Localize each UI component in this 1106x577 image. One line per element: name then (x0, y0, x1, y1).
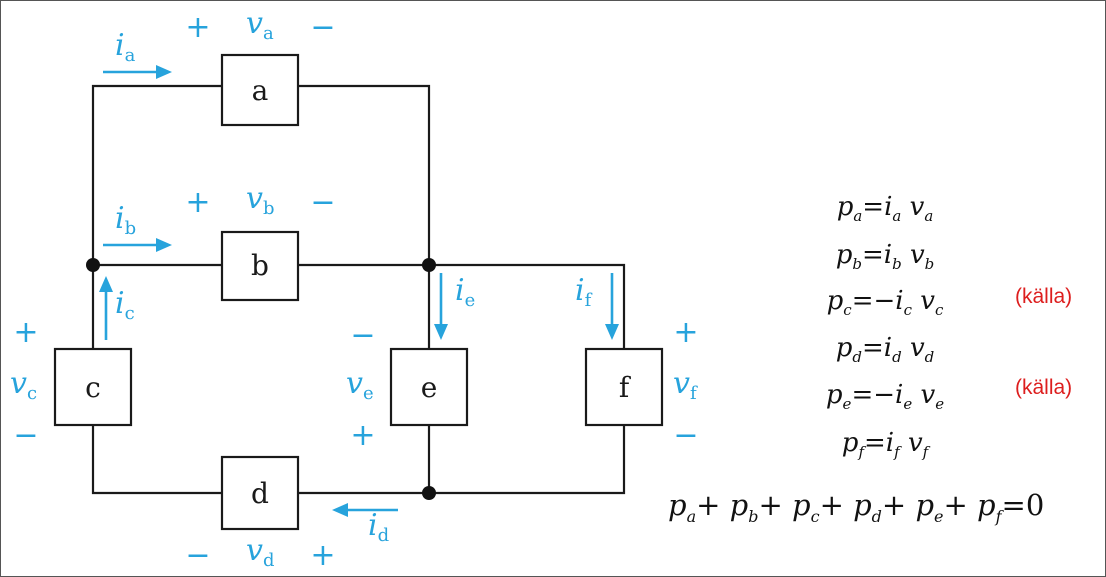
equation-pa: pa=ia va (836, 192, 934, 226)
polarity-plus-e: + (350, 418, 375, 453)
power-sum-equation: pa+ pb+ pc+ pd+ pe+ pf=0 (668, 488, 1045, 526)
element-f: f (584, 347, 664, 427)
wire-top-loop (91, 84, 222, 265)
current-arrow-if (605, 273, 619, 340)
node-left (86, 258, 100, 272)
current-arrow-ie (434, 273, 448, 340)
current-arrow-id (332, 503, 398, 517)
current-label-ib: ib (115, 201, 136, 239)
polarity-minus-c: − (13, 418, 38, 453)
current-label-id: id (368, 508, 389, 546)
wire-right-node-to-f (429, 263, 626, 349)
polarity-minus-a: − (310, 10, 335, 45)
element-c-label: c (85, 371, 101, 404)
current-label-ic: ic (115, 286, 135, 324)
element-a-label: a (252, 74, 269, 107)
current-arrow-ic (99, 276, 113, 340)
polarity-plus-b: + (185, 185, 210, 220)
equation-pb: pb=ib vb (835, 240, 935, 274)
wire-a-to-node-right (298, 84, 431, 265)
wire-c-to-d (91, 425, 222, 495)
polarity-plus-f: + (673, 315, 698, 350)
current-arrow-ib (103, 238, 172, 252)
node-bottom (422, 486, 436, 500)
node-right (422, 258, 436, 272)
element-b-label: b (251, 249, 269, 282)
equation-pe: pe=−ie ve (825, 380, 945, 414)
polarity-minus-d: − (185, 538, 210, 573)
element-d-label: d (251, 477, 269, 510)
polarity-plus-d: + (310, 538, 335, 573)
polarity-minus-b: − (310, 185, 335, 220)
voltage-label-vb: vb (246, 181, 274, 219)
polarity-plus-a: + (185, 10, 210, 45)
voltage-label-vc: vc (10, 366, 37, 404)
voltage-label-ve: ve (346, 366, 374, 404)
polarity-minus-e: − (350, 318, 375, 353)
wires (91, 84, 626, 495)
equation-pf: pf=if vf (841, 428, 929, 462)
current-label-ia: ia (115, 28, 136, 66)
equation-pc: pc=−ic vc (826, 286, 944, 320)
equation-pd: pd=id vd (835, 333, 935, 367)
source-note-pe: (källa) (1015, 376, 1073, 399)
voltage-label-vf: vf (673, 366, 698, 404)
element-b: b (220, 230, 300, 302)
voltage-label-vd: vd (246, 533, 274, 571)
element-e: e (389, 347, 469, 427)
element-d: d (220, 455, 300, 531)
polarity-plus-c: + (13, 315, 38, 350)
element-f-label: f (619, 371, 632, 404)
element-c: c (53, 347, 133, 427)
source-note-pc: (källa) (1015, 285, 1073, 308)
voltage-label-va: va (246, 6, 274, 44)
current-label-ie: ie (455, 273, 475, 311)
current-arrow-ia (103, 65, 172, 79)
element-a: a (220, 53, 300, 127)
wire-bottom-node-to-f (429, 425, 626, 495)
polarity-minus-f: − (673, 418, 698, 453)
element-e-label: e (421, 371, 438, 404)
current-label-if: if (575, 273, 593, 311)
